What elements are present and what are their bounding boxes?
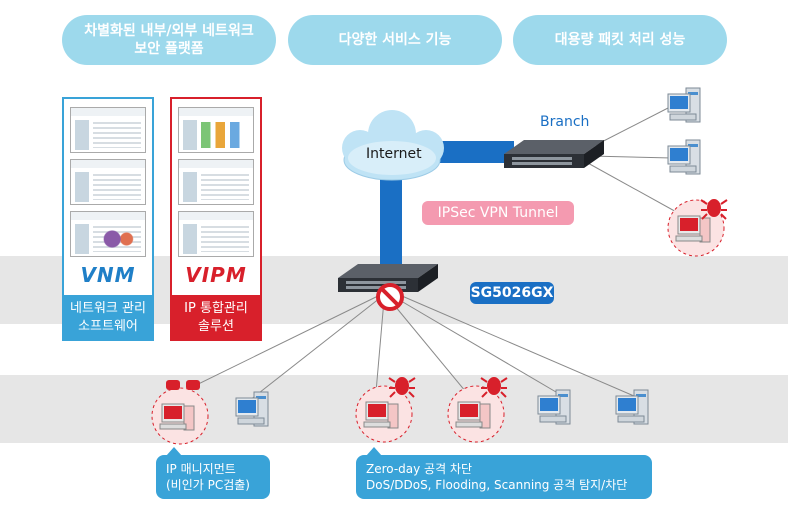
vnm-label-line1: 네트워크 관리 xyxy=(70,301,146,316)
vipm-panel: VIPM IP 통합관리 솔루션 xyxy=(170,97,262,341)
branch-switch-icon xyxy=(504,140,604,168)
ip-management-line2: (비인가 PC검출) xyxy=(166,478,250,492)
branch-infected-pc-icon xyxy=(667,198,728,257)
branch-pc-icon xyxy=(667,139,701,175)
vnm-screenshot-3 xyxy=(70,211,146,257)
vnm-screenshot-1 xyxy=(70,107,146,153)
vipm-screenshot-2 xyxy=(178,159,254,205)
client-links xyxy=(181,107,681,401)
zero-day-callout: Zero-day 공격 차단 DoS/DDoS, Flooding, Scann… xyxy=(356,447,652,499)
vnm-label: 네트워크 관리 소프트웨어 xyxy=(62,295,154,341)
feature-capacity-pill: 대용량 패킷 처리 성능 xyxy=(513,15,727,65)
vnm-screenshot-2 xyxy=(70,159,146,205)
internet-cloud-icon xyxy=(342,110,444,181)
branch-label: Branch xyxy=(540,114,590,130)
vnm-logo: VNM xyxy=(80,263,136,287)
zero-day-line2: DoS/DDoS, Flooding, Scanning 공격 탐지/차단 xyxy=(366,478,628,492)
feature-services-label: 다양한 서비스 기능 xyxy=(338,32,452,48)
vipm-label: IP 통합관리 솔루션 xyxy=(170,295,262,341)
feature-capacity-label: 대용량 패킷 처리 성능 xyxy=(554,32,686,48)
client-pc-icon xyxy=(537,389,571,425)
vipm-label-line2: 솔루션 xyxy=(198,319,234,334)
ip-management-line1: IP 매니지먼트 xyxy=(166,462,236,476)
rogue-laptop-icon xyxy=(151,380,209,445)
device-model-label: SG5026GX xyxy=(470,282,554,304)
feature-platform-line2: 보안 플랫폼 xyxy=(134,41,204,57)
feature-platform-pill: 차별화된 내부/외부 네트워크 보안 플랫폼 xyxy=(62,15,276,65)
vnm-label-line2: 소프트웨어 xyxy=(78,319,138,334)
branch-pc-icon xyxy=(667,87,701,123)
infected-pc-icon xyxy=(355,376,416,443)
vipm-logo: VIPM xyxy=(185,263,247,287)
infected-pc-icon xyxy=(447,376,508,443)
block-icon xyxy=(376,283,404,311)
internet-label: Internet xyxy=(366,146,422,162)
vpn-tunnel-label: IPSec VPN Tunnel xyxy=(422,201,574,225)
feature-services-pill: 다양한 서비스 기능 xyxy=(288,15,502,65)
vipm-screenshot-1 xyxy=(178,107,254,153)
client-pc-icon xyxy=(235,391,269,427)
ip-management-callout: IP 매니지먼트 (비인가 PC검출) xyxy=(156,447,270,499)
vnm-panel: VNM 네트워크 관리 소프트웨어 xyxy=(62,97,154,341)
vipm-screenshot-3 xyxy=(178,211,254,257)
vpn-links xyxy=(380,141,514,268)
feature-platform-line1: 차별화된 내부/외부 네트워크 xyxy=(84,23,254,39)
vipm-label-line1: IP 통합관리 xyxy=(184,301,248,316)
zero-day-line1: Zero-day 공격 차단 xyxy=(366,462,473,476)
